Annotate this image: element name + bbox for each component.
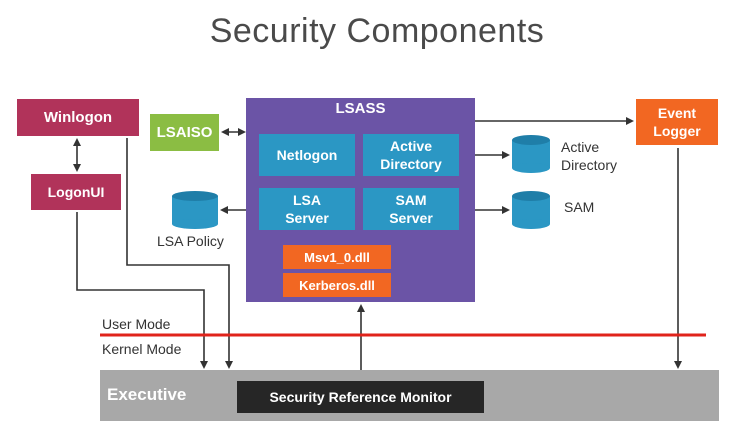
msv-dll-box: Msv1_0.dll	[283, 245, 391, 269]
active-directory-store-icon	[512, 135, 550, 173]
winlogon-box: Winlogon	[17, 99, 139, 136]
kernel-mode-label: Kernel Mode	[102, 341, 182, 357]
arrow-winlogon-executive	[126, 138, 233, 369]
active-directory-box-line1: Active	[389, 138, 433, 154]
event-logger-line1: Event	[657, 105, 697, 121]
lsa-server-box: LSA Server	[259, 188, 355, 230]
lsass-label: LSASS	[335, 100, 386, 117]
sam-store-icon	[512, 191, 550, 229]
executive-label: Executive	[107, 385, 187, 404]
netlogon-box: Netlogon	[259, 134, 355, 176]
kerberos-dll-box: Kerberos.dll	[283, 273, 391, 297]
ad-store-line1: Active	[561, 139, 600, 155]
logonui-box: LogonUI	[31, 174, 121, 210]
lsaiso-box: LSAISO	[150, 114, 219, 151]
sam-server-line2: Server	[389, 210, 433, 226]
sam-server-box: SAM Server	[363, 188, 459, 230]
sam-server-line1: SAM	[395, 192, 427, 208]
lsa-policy-store-label: LSA Policy	[157, 233, 224, 249]
event-logger-line2: Logger	[653, 123, 701, 139]
diagram-title: Security Components	[209, 12, 545, 50]
lsa-server-line1: LSA	[293, 192, 321, 208]
security-reference-monitor-box: Security Reference Monitor	[237, 381, 484, 413]
lsa-server-line2: Server	[285, 210, 329, 226]
ad-store-line2: Directory	[561, 157, 618, 173]
active-directory-box-line2: Directory	[380, 156, 442, 172]
lsa-policy-store-icon	[172, 191, 218, 229]
arrow-logonui-executive	[76, 212, 208, 369]
sam-store-label: SAM	[564, 199, 595, 215]
user-mode-label: User Mode	[102, 316, 171, 332]
